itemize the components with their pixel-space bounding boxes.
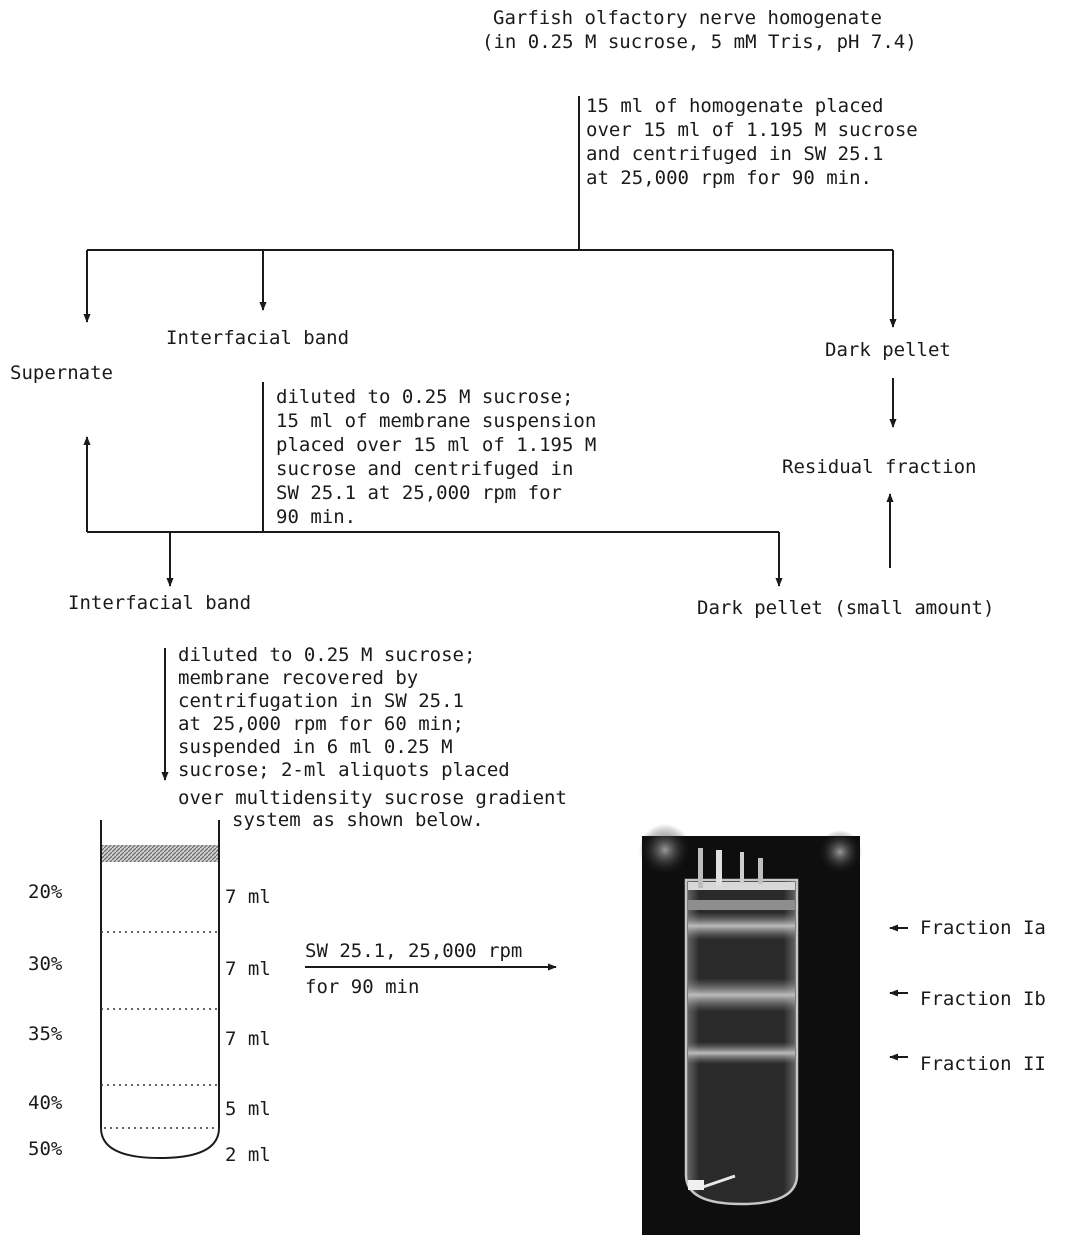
fraction-ib-label: Fraction Ib <box>920 988 1046 1010</box>
step2-line: diluted to 0.25 M sucrose; <box>276 386 573 408</box>
tube-pellet <box>688 1180 704 1190</box>
layer-percent-label: 20% <box>28 881 63 903</box>
layer-volume-label: 7 ml <box>225 958 271 980</box>
step3-line: system as shown below. <box>232 809 484 831</box>
step3-line: at 25,000 rpm for 60 min; <box>178 713 464 735</box>
step3-line: over multidensity sucrose gradient <box>178 787 567 809</box>
band-fraction-ii <box>688 1042 795 1064</box>
layer-volume-label: 7 ml <box>225 1028 271 1050</box>
gradient-tube <box>100 820 220 1160</box>
step2-line: 90 min. <box>276 506 356 528</box>
step2-line: 15 ml of membrane suspension <box>276 410 596 432</box>
tube-reflection <box>716 850 722 886</box>
band-fraction-ib <box>688 978 795 1012</box>
sample-layer-band <box>102 845 218 862</box>
tube-meniscus <box>688 882 795 890</box>
layer-volume-label: 2 ml <box>225 1144 271 1166</box>
layer-percent-label: 35% <box>28 1023 63 1045</box>
photo-glare <box>818 830 862 874</box>
layer-volume-label: 5 ml <box>225 1098 271 1120</box>
layer-percent-label: 50% <box>28 1138 63 1160</box>
step1-line: and centrifuged in SW 25.1 <box>586 143 883 165</box>
photo-glare <box>639 824 691 876</box>
tube-photograph <box>639 824 862 1235</box>
gradient-volume-labels: 7 ml 7 ml 7 ml 5 ml 2 ml <box>225 886 271 1166</box>
step1-line: over 15 ml of 1.195 M sucrose <box>586 119 918 141</box>
dark-pellet-label: Dark pellet <box>825 339 951 361</box>
step2-line: placed over 15 ml of 1.195 M <box>276 434 596 456</box>
title-line-1: Garfish olfactory nerve homogenate <box>493 7 882 29</box>
fraction-ia-label: Fraction Ia <box>920 917 1046 939</box>
residual-fraction-label: Residual fraction <box>782 456 976 478</box>
gradient-percent-labels: 20% 30% 35% 40% 50% <box>28 881 63 1160</box>
step3-line: suspended in 6 ml 0.25 M <box>178 736 453 758</box>
title-line-2: (in 0.25 M sucrose, 5 mM Tris, pH 7.4) <box>482 31 917 53</box>
step1-line: 15 ml of homogenate placed <box>586 95 883 117</box>
tube-bottom-highlight <box>699 1174 736 1190</box>
interfacial-band-label: Interfacial band <box>166 327 349 349</box>
step1-line: at 25,000 rpm for 90 min. <box>586 167 872 189</box>
step3-line: centrifugation in SW 25.1 <box>178 690 464 712</box>
step2-line: sucrose and centrifuged in <box>276 458 573 480</box>
layer-percent-label: 40% <box>28 1092 63 1114</box>
dark-pellet-small-label: Dark pellet (small amount) <box>697 597 994 619</box>
step3-line: membrane recovered by <box>178 667 418 689</box>
tube-reflection <box>758 858 763 884</box>
tube-reflection <box>740 852 744 884</box>
interfacial-band-2-label: Interfacial band <box>68 592 251 614</box>
sample-zone <box>688 900 795 910</box>
spin-conditions-line-1: SW 25.1, 25,000 rpm <box>305 940 522 962</box>
tube-reflection <box>698 848 703 888</box>
step2-line: SW 25.1 at 25,000 rpm for <box>276 482 562 504</box>
step3-line: diluted to 0.25 M sucrose; <box>178 644 475 666</box>
band-fraction-ia <box>688 912 795 940</box>
layer-percent-label: 30% <box>28 953 63 975</box>
supernate-label: Supernate <box>10 362 113 384</box>
step3-line: sucrose; 2-ml aliquots placed <box>178 759 510 781</box>
spin-conditions-line-2: for 90 min <box>305 976 419 998</box>
layer-volume-label: 7 ml <box>225 886 271 908</box>
fraction-ii-label: Fraction II <box>920 1053 1046 1075</box>
